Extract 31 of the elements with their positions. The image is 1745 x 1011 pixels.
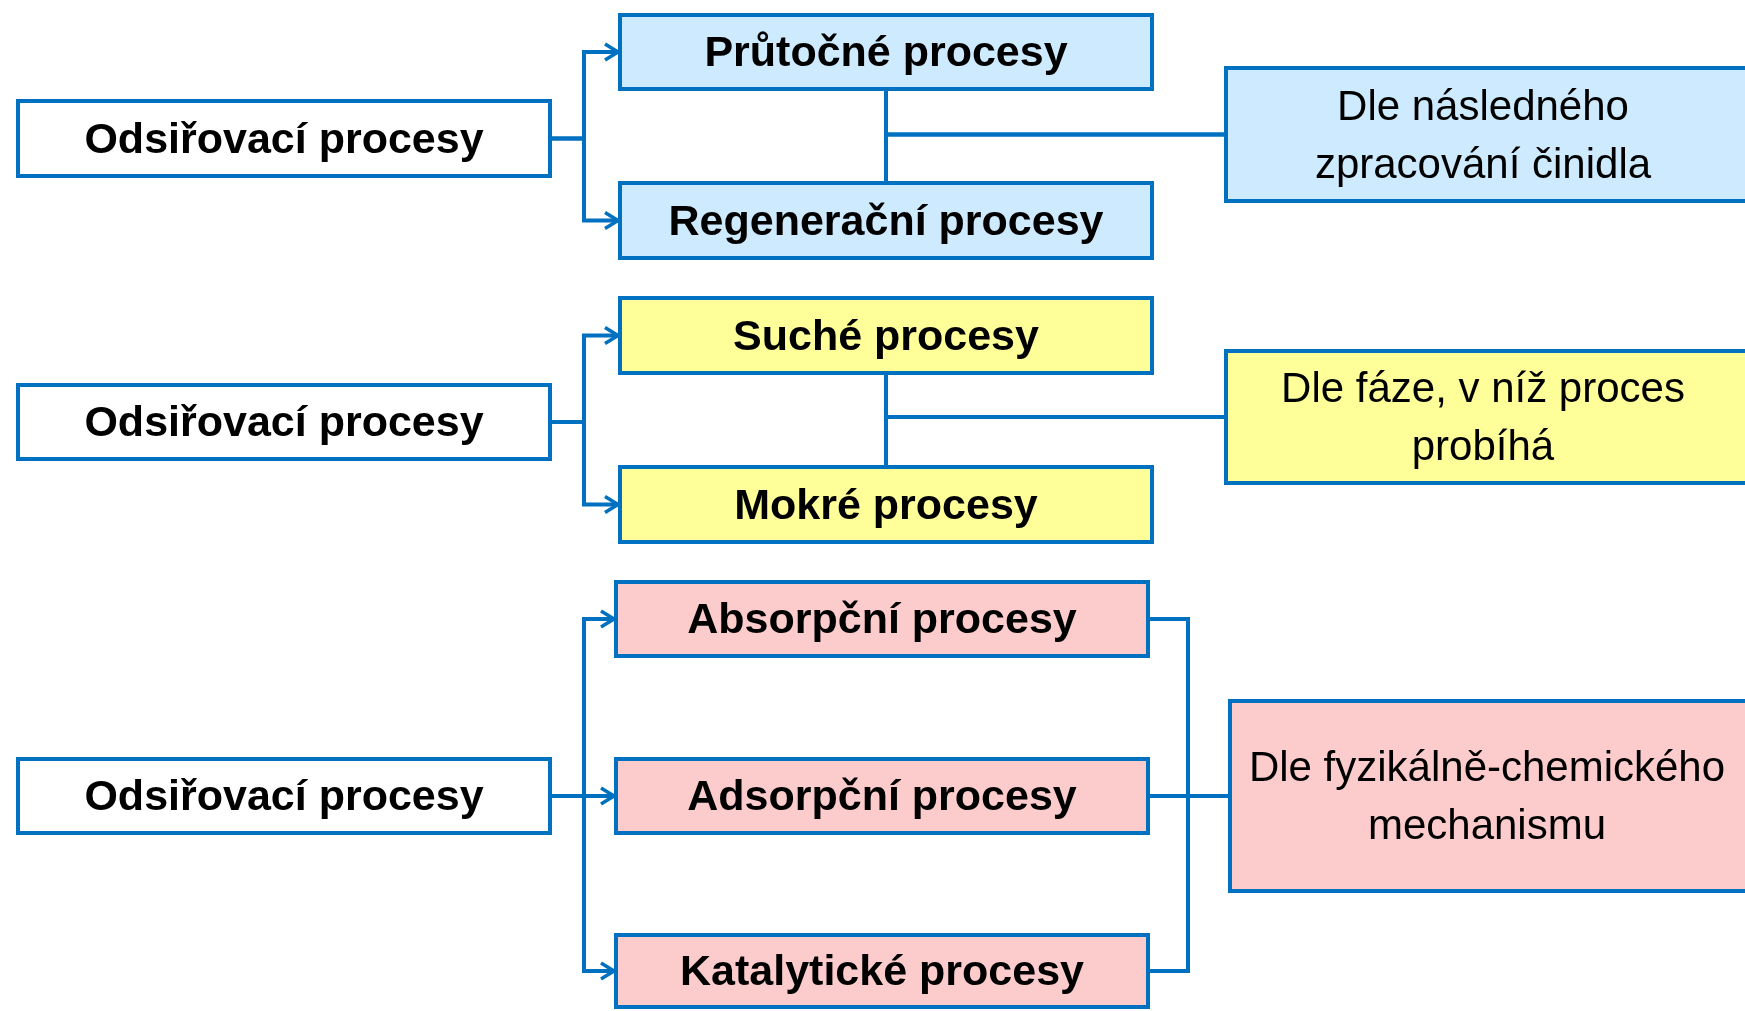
arrow [552, 794, 616, 981]
root-box [16, 99, 552, 178]
category-box [614, 933, 1150, 1009]
box-label: Absorpční procesy [687, 593, 1077, 645]
category-box [618, 465, 1154, 544]
box-label: Mokré procesy [734, 478, 1038, 530]
box-label: Odsiřovací procesy [84, 112, 484, 164]
criterion-box [1228, 699, 1745, 893]
category-box [614, 580, 1150, 658]
box-label: Odsiřovací procesy [84, 396, 484, 448]
category-box [614, 757, 1150, 835]
box-label: Dle následného zpracování činidla [1313, 80, 1653, 189]
box-label: Katalytické procesy [680, 945, 1084, 997]
box-label: Odsiřovací procesy [84, 770, 484, 822]
box-label: Regenerační procesy [668, 194, 1104, 246]
category-box [618, 296, 1154, 375]
root-box [16, 757, 552, 835]
root-box [16, 383, 552, 461]
box-label: Suché procesy [733, 309, 1039, 361]
category-box [618, 13, 1154, 91]
connector-line [884, 415, 1224, 465]
box-label: Adsorpční procesy [687, 770, 1077, 822]
criterion-box [1224, 66, 1745, 203]
category-box [618, 181, 1154, 260]
connector-line [884, 132, 1224, 181]
arrow [552, 136, 620, 231]
box-label: Dle fyzikálně-chemického mechanismu [1247, 742, 1727, 850]
box-label: Průtočné procesy [704, 26, 1068, 78]
criterion-box [1224, 349, 1745, 485]
box-label: Dle fáze, v níž proces probíhá [1280, 363, 1686, 471]
connector-line [1150, 794, 1228, 973]
